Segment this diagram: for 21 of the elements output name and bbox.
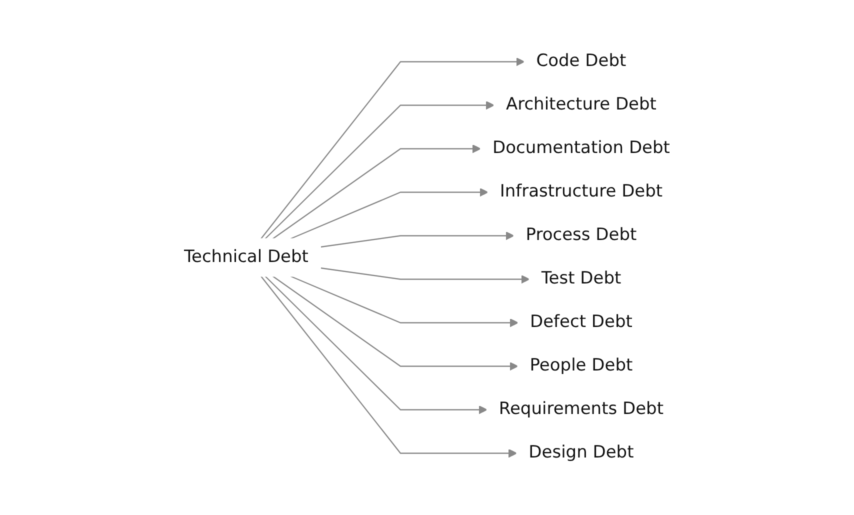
node-text: Code Debt (536, 51, 626, 71)
node-text: Process Debt (526, 225, 637, 245)
arrow (320, 231, 514, 248)
node-text: People Debt (530, 356, 633, 376)
node-text: Architecture Debt (506, 94, 656, 114)
node-text: Documentation Debt (492, 138, 670, 158)
arrow (320, 267, 530, 284)
node-text: Technical Debt (184, 246, 308, 267)
node-text: Test Debt (541, 268, 622, 288)
node-text: Infrastructure Debt (500, 182, 663, 202)
arrow (264, 100, 494, 240)
node-text: Design Debt (528, 442, 634, 462)
arrow (272, 144, 481, 240)
arrow (272, 276, 518, 371)
node-text: Defect Debt (530, 312, 632, 332)
arrow (290, 188, 488, 240)
arrow (290, 276, 518, 328)
arrow (260, 276, 518, 458)
arrow (260, 57, 525, 240)
node-text: Requirements Debt (498, 399, 664, 419)
arrow (264, 276, 488, 414)
